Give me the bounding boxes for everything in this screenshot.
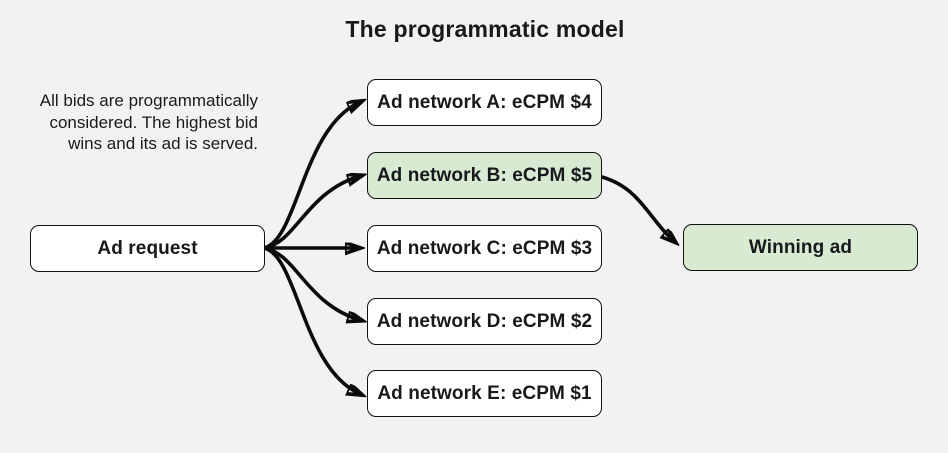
ad-network-e-node: Ad network E: eCPM $1	[367, 370, 602, 417]
winning-ad-node: Winning ad	[683, 224, 918, 271]
arrow-request-to-network-a	[262, 102, 360, 250]
ad-network-b-node-highlighted: Ad network B: eCPM $5	[367, 152, 602, 199]
ad-network-a-label: Ad network A: eCPM $4	[377, 91, 592, 113]
caption-line-3: wins and its ad is served.	[68, 134, 258, 153]
ad-network-a-node: Ad network A: eCPM $4	[367, 79, 602, 126]
arrow-request-to-network-e	[262, 246, 360, 394]
diagram-title: The programmatic model	[345, 16, 625, 42]
ad-network-b-label: Ad network B: eCPM $5	[376, 164, 593, 186]
caption-line-1: All bids are programmatically	[39, 91, 258, 110]
arrow-network-b-to-winner	[600, 175, 674, 241]
ad-request-label: Ad request	[97, 237, 198, 259]
explanation-caption: All bids are programmatically considered…	[0, 90, 258, 155]
winning-ad-label: Winning ad	[748, 236, 853, 258]
arrow-request-to-network-b	[262, 176, 360, 250]
ad-network-d-label: Ad network D: eCPM $2	[376, 310, 593, 332]
ad-network-c-label: Ad network C: eCPM $3	[376, 237, 593, 259]
arrow-request-to-network-d	[262, 246, 360, 320]
ad-network-c-node: Ad network C: eCPM $3	[367, 225, 602, 272]
ad-request-node: Ad request	[30, 225, 265, 272]
ad-network-d-node: Ad network D: eCPM $2	[367, 298, 602, 345]
ad-network-e-label: Ad network E: eCPM $1	[377, 382, 592, 404]
caption-line-2: considered. The highest bid	[49, 112, 258, 132]
